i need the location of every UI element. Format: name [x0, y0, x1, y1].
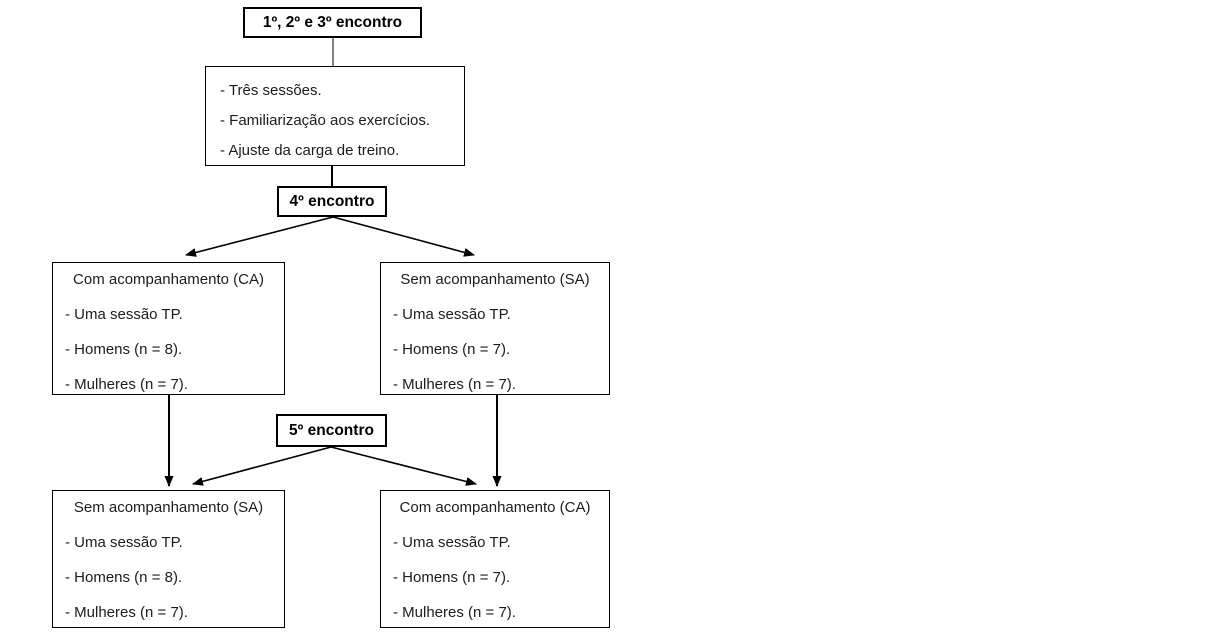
group-title: Com acompanhamento (CA): [399, 499, 591, 516]
node-encontro-5-label: 5º encontro: [289, 421, 374, 439]
group-title: Sem acompanhamento (SA): [400, 271, 590, 288]
node-encontro-4: 4º encontro: [277, 186, 387, 217]
node-e5-group-sa: Sem acompanhamento (SA) - Uma sessão TP.…: [52, 490, 285, 628]
node-e4-group-ca: Com acompanhamento (CA) - Uma sessão TP.…: [52, 262, 285, 395]
sessions-line: - Três sessões.: [220, 82, 322, 99]
node-e4-group-sa: Sem acompanhamento (SA) - Uma sessão TP.…: [380, 262, 610, 395]
group-line: - Homens (n = 8).: [65, 341, 183, 358]
group-line: - Mulheres (n = 7).: [65, 604, 188, 621]
group-line: - Homens (n = 8).: [65, 569, 183, 586]
arrow-encontro5-to-sa: [192, 446, 332, 486]
node-encontro-4-label: 4º encontro: [289, 192, 375, 210]
group-line: - Mulheres (n = 7).: [393, 604, 516, 621]
node-encontro-1-2-3: 1º, 2º e 3º encontro: [243, 7, 422, 38]
group-line: - Homens (n = 7).: [393, 569, 511, 586]
group-line: - Mulheres (n = 7).: [65, 376, 188, 393]
group-title: Com acompanhamento (CA): [73, 271, 264, 288]
arrow-encontro4-to-ca: [185, 216, 334, 257]
group-line: - Uma sessão TP.: [65, 534, 183, 551]
arrow-encontro4-to-sa: [332, 216, 475, 257]
sessions-line: - Familiarização aos exercícios.: [220, 112, 431, 129]
group-line: - Mulheres (n = 7).: [393, 376, 516, 393]
sessions-line: - Ajuste da carga de treino.: [220, 142, 400, 159]
group-line: - Uma sessão TP.: [393, 306, 511, 323]
node-encontro-5: 5º encontro: [276, 414, 387, 447]
group-line: - Homens (n = 7).: [393, 341, 511, 358]
node-sessions-description: - Três sessões. - Familiarização aos exe…: [205, 66, 465, 166]
node-e5-group-ca: Com acompanhamento (CA) - Uma sessão TP.…: [380, 490, 610, 628]
group-line: - Uma sessão TP.: [393, 534, 511, 551]
group-line: - Uma sessão TP.: [65, 306, 183, 323]
arrow-encontro5-to-ca: [330, 446, 477, 486]
group-title: Sem acompanhamento (SA): [73, 499, 264, 516]
node-encontro-1-2-3-label: 1º, 2º e 3º encontro: [262, 13, 403, 31]
